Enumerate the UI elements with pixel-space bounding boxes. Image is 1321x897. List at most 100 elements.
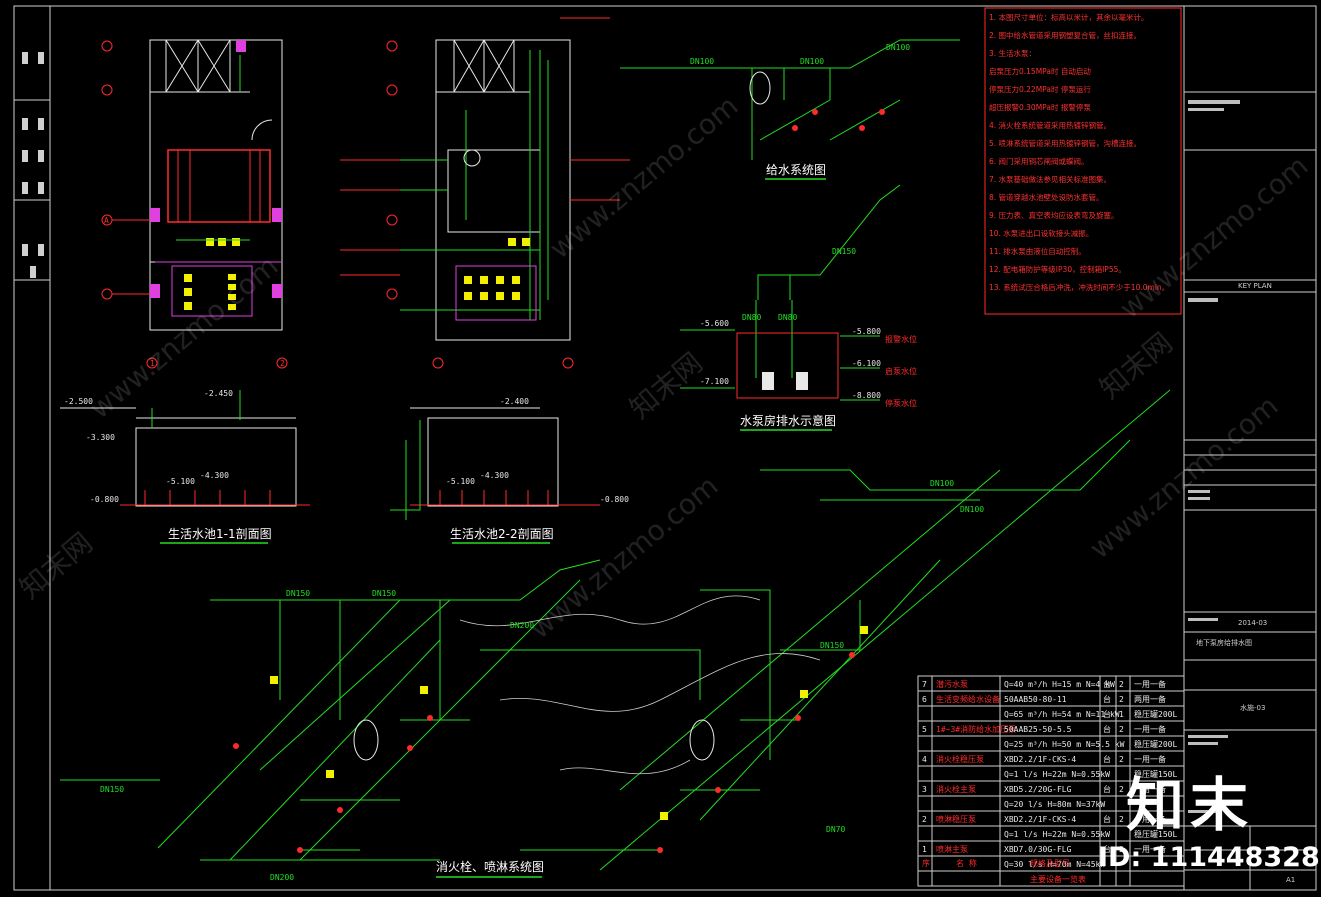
elevation-label: -5.100: [446, 477, 475, 486]
table-cell-remark: 一用一备: [1134, 814, 1166, 824]
pipe-size-label: DN200: [510, 621, 534, 630]
pipe-size-label: DN150: [100, 785, 124, 794]
pool-section-2-2-title: 生活水池2-2剖面图: [450, 527, 554, 541]
table-cell-unit: 台: [1103, 754, 1111, 764]
brand-logo: 知末: [1126, 771, 1255, 839]
table-cell-remark: 稳压罐200L: [1134, 739, 1177, 749]
grid-1-label: 1: [150, 359, 155, 368]
elevation-label: -0.800: [600, 495, 629, 504]
pool-section-1-1-title: 生活水池1-1剖面图: [168, 527, 272, 541]
pipe-size-label: DN150: [832, 247, 856, 256]
table-cell-remark: 一用一备: [1134, 844, 1166, 854]
elevation-label: -5.600: [700, 319, 729, 328]
pipe-size-label: DN70: [826, 825, 845, 834]
note-line: 4. 消火栓系统管道采用热镀锌钢管。: [989, 120, 1111, 130]
date-label: 2014-03: [1238, 619, 1267, 627]
table-cell-qty: 2: [1119, 785, 1124, 794]
table-cell-spec: XBD5.2/20G-FLG: [1004, 785, 1072, 794]
note-line: 启泵压力0.15MPa时 自动启动: [989, 66, 1091, 76]
note-line: 11. 排水泵由液位自动控制。: [989, 246, 1086, 256]
project-label: 地下泵房给排水图: [1196, 638, 1252, 647]
grid-a-label: A: [104, 216, 109, 225]
pool-section-1-1: -2.500 -2.450 -3.300 -4.300 -5.100 -0.80…: [60, 389, 310, 544]
table-cell-no: 3: [922, 785, 927, 794]
elevation-label: -2.500: [64, 397, 93, 406]
note-line: 12. 配电箱防护等级IP30，控制箱IP55。: [989, 264, 1126, 274]
drawing-frame: [13, 5, 1317, 891]
elevation-label: -5.800: [852, 327, 881, 336]
table-cell-no: 5: [922, 725, 927, 734]
table-cell-qty: 2: [1119, 755, 1124, 764]
table-cell-remark: 稳压罐150L: [1134, 829, 1177, 839]
table-cell-unit: 台: [1103, 844, 1111, 854]
table-cell-spec: Q=25 m³/h H=50 m N=5.5 kW: [1004, 740, 1125, 749]
grid-2-label: 2: [280, 359, 285, 368]
note-line: 停泵压力0.22MPa时 停泵运行: [989, 84, 1091, 94]
level-label: 报警水位: [885, 334, 917, 344]
pipe-size-label: DN100: [800, 57, 824, 66]
elevation-label: -3.300: [86, 433, 115, 442]
table-cell-spec: Q=1 l/s H=22m N=0.55kW: [1004, 770, 1110, 779]
table-cell-qty: 2: [1119, 815, 1124, 824]
table-cell-remark: 两用一备: [1134, 694, 1166, 704]
table-cell-spec: 50AAB50-80-11: [1004, 695, 1067, 704]
fire-system-title: 消火栓、喷淋系统图: [436, 859, 544, 874]
drawing-no-label: 水施-03: [1240, 703, 1265, 712]
elevation-label: -8.800: [852, 391, 881, 400]
table-cell-no: 7: [922, 680, 927, 689]
title-block-bars: [1188, 100, 1240, 813]
table-cell-spec: Q=30 l/s H=70m N=45kW: [1004, 860, 1105, 869]
table-cell-qty: 1: [1119, 710, 1124, 719]
pump-room-plan-1: A 1 2: [101, 39, 288, 369]
resource-id: ID: 1114483287: [1098, 842, 1321, 873]
note-line: 6. 阀门采用铜芯闸阀或蝶阀。: [989, 156, 1089, 166]
table-cell-name: 消火栓主泵: [936, 784, 976, 794]
table-cell-remark: 一用一备: [1134, 679, 1166, 689]
note-line: 5. 喷淋系统管道采用热镀锌钢管，沟槽连接。: [989, 138, 1141, 148]
table-header-name: 名 称: [956, 858, 977, 868]
pump-drainage-diagram: -5.600 -7.100 -5.800 -6.100 -8.800 报警水位 …: [680, 184, 917, 431]
pipe-size-label: DN100: [930, 479, 954, 488]
elevation-label: -6.100: [852, 359, 881, 368]
pipe-size-label: DN100: [960, 505, 984, 514]
table-header-no: 序: [922, 858, 930, 868]
table-caption: 主要设备一览表: [1030, 874, 1086, 884]
table-cell-name: 1#~3#消防给水加压泵: [936, 724, 1016, 734]
table-cell-spec: 50AAB25-50-5.5: [1004, 725, 1072, 734]
elevation-label: -7.100: [700, 377, 729, 386]
note-line: 3. 生活水泵：: [989, 48, 1036, 58]
design-notes: 1. 本图尺寸单位：标高以米计，其余以毫米计。 2. 图中给水管道采用钢塑复合管…: [984, 7, 1182, 315]
water-supply-title: 给水系统图: [766, 163, 826, 177]
pipe-size-label: DN100: [886, 43, 910, 52]
table-cell-no: 2: [922, 815, 927, 824]
note-line: 8. 管道穿越水池壁处设防水套管。: [989, 192, 1104, 202]
pipe-size-label: DN80: [742, 313, 761, 322]
scale-label: A1: [1286, 876, 1295, 884]
table-cell-remark: 一用一备: [1134, 784, 1166, 794]
pipe-size-label: DN80: [778, 313, 797, 322]
table-cell-name: 喷淋主泵: [936, 844, 968, 854]
elevation-label: -4.300: [200, 471, 229, 480]
table-cell-remark: 一用一备: [1134, 754, 1166, 764]
table-cell-unit: 台: [1103, 814, 1111, 824]
table-cell-spec: XBD2.2/1F-CKS-4: [1004, 815, 1076, 824]
level-label: 停泵水位: [885, 398, 917, 408]
pump-room-plan-2: [340, 17, 630, 369]
table-cell-no: 6: [922, 695, 927, 704]
table-cell-unit: 台: [1103, 784, 1111, 794]
table-cell-remark: 稳压罐150L: [1134, 769, 1177, 779]
elevation-label: -2.400: [500, 397, 529, 406]
table-cell-spec: XBD7.0/30G-FLG: [1004, 845, 1072, 854]
table-cell-qty: 2: [1119, 695, 1124, 704]
pump-drain-title: 水泵房排水示意图: [740, 413, 836, 428]
pipe-size-label: DN200: [270, 873, 294, 882]
table-cell-name: 生活变频给水设备: [936, 694, 1000, 704]
water-supply-system: DN100 DN100 DN100 给水系统图: [620, 39, 960, 180]
table-cell-spec: Q=20 l/s H=80m N=37kW: [1004, 800, 1105, 809]
table-cell-name: 消火栓稳压泵: [936, 754, 984, 764]
pipe-size-label: DN100: [690, 57, 714, 66]
pipe-size-label: DN150: [820, 641, 844, 650]
table-cell-name: 潜污水泵: [936, 679, 968, 689]
table-cell-unit: 台: [1103, 679, 1111, 689]
